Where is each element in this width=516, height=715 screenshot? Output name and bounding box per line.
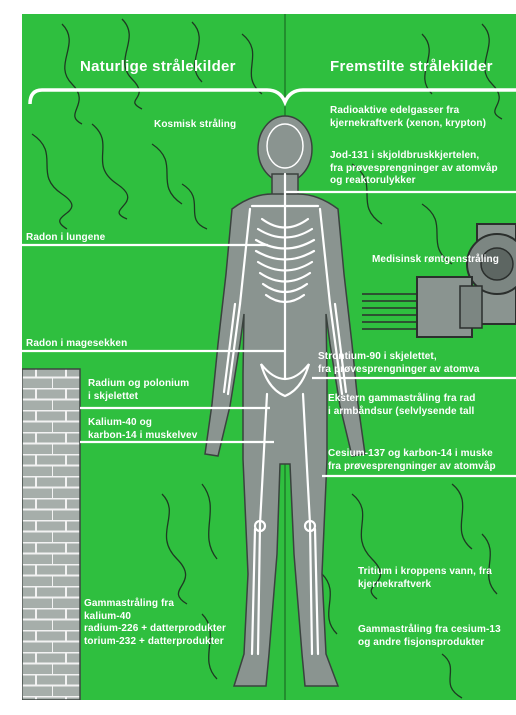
label-strontium-line1: Strontium-90 i skjelettet, [318,351,479,364]
label-noble-line2: kjernekraftverk (xenon, krypton) [330,118,486,131]
label-external-line1: Ekstern gammastråling fra rad [328,393,475,406]
label-medical-xray: Medisinsk røntgenstråling [372,254,499,267]
label-external-gamma: Ekstern gammastråling fra rad i armbånds… [328,393,475,418]
label-natural-gamma: Gammastråling fra kalium-40 radium-226 +… [84,598,226,648]
label-iodine-131: Jod-131 i skjoldbruskkjertelen, fra prøv… [330,150,498,188]
label-potassium-carbon: Kalium-40 og karbon-14 i muskelvev [88,417,197,442]
label-gamma-line2: kalium-40 [84,611,226,624]
artificial-sources-heading: Fremstilte strålekilder [330,58,493,75]
label-noble-gases: Radioaktive edelgasser fra kjernekraftve… [330,105,486,130]
label-radium-polonium: Radium og polonium i skjelettet [88,378,189,403]
label-radon-lungs: Radon i lungene [26,232,105,245]
brick-wall [22,369,80,700]
label-cesium-line1: Cesium-137 og karbon-14 i muske [328,448,496,461]
label-iodine-line2: fra prøvesprengninger av atomvåp [330,163,498,176]
label-strontium-90: Strontium-90 i skjelettet, fra prøvespre… [318,351,479,376]
radiation-sources-poster: Naturlige strålekilder Fremstilte stråle… [22,14,516,700]
label-potassium-line1: Kalium-40 og [88,417,197,430]
label-tritium-line1: Tritium i kroppens vann, fra [358,566,492,579]
label-radon-stomach: Radon i magesekken [26,338,127,351]
label-iodine-line1: Jod-131 i skjoldbruskkjertelen, [330,150,498,163]
label-external-line2: i armbåndsur (selvlysende tall [328,406,475,419]
label-strontium-line2: fra prøvesprengninger av atomva [318,364,479,377]
label-tritium-line2: kjernekraftverk [358,579,492,592]
xray-machine [362,224,516,337]
label-iodine-line3: og reaktorulykker [330,175,498,188]
label-potassium-line2: karbon-14 i muskelvev [88,430,197,443]
heading-brace [30,90,516,104]
label-gamma-line4: torium-232 + datterprodukter [84,636,226,649]
label-gamma-line3: radium-226 + datterprodukter [84,623,226,636]
label-cesium-line2: fra prøvesprengninger av atomvåp [328,461,496,474]
label-gamma-line1: Gammastråling fra [84,598,226,611]
label-radium-line2: i skjelettet [88,391,189,404]
label-fission-gamma: Gammastråling fra cesium-13 og andre fis… [358,624,501,649]
natural-sources-heading: Naturlige strålekilder [80,58,236,75]
label-cosmic-radiation: Kosmisk stråling [154,119,236,132]
label-noble-line1: Radioaktive edelgasser fra [330,105,486,118]
label-radium-line1: Radium og polonium [88,378,189,391]
label-fission-line2: og andre fisjonsprodukter [358,637,501,650]
label-fission-line1: Gammastråling fra cesium-13 [358,624,501,637]
label-cesium-137: Cesium-137 og karbon-14 i muske fra prøv… [328,448,496,473]
label-tritium: Tritium i kroppens vann, fra kjernekraft… [358,566,492,591]
